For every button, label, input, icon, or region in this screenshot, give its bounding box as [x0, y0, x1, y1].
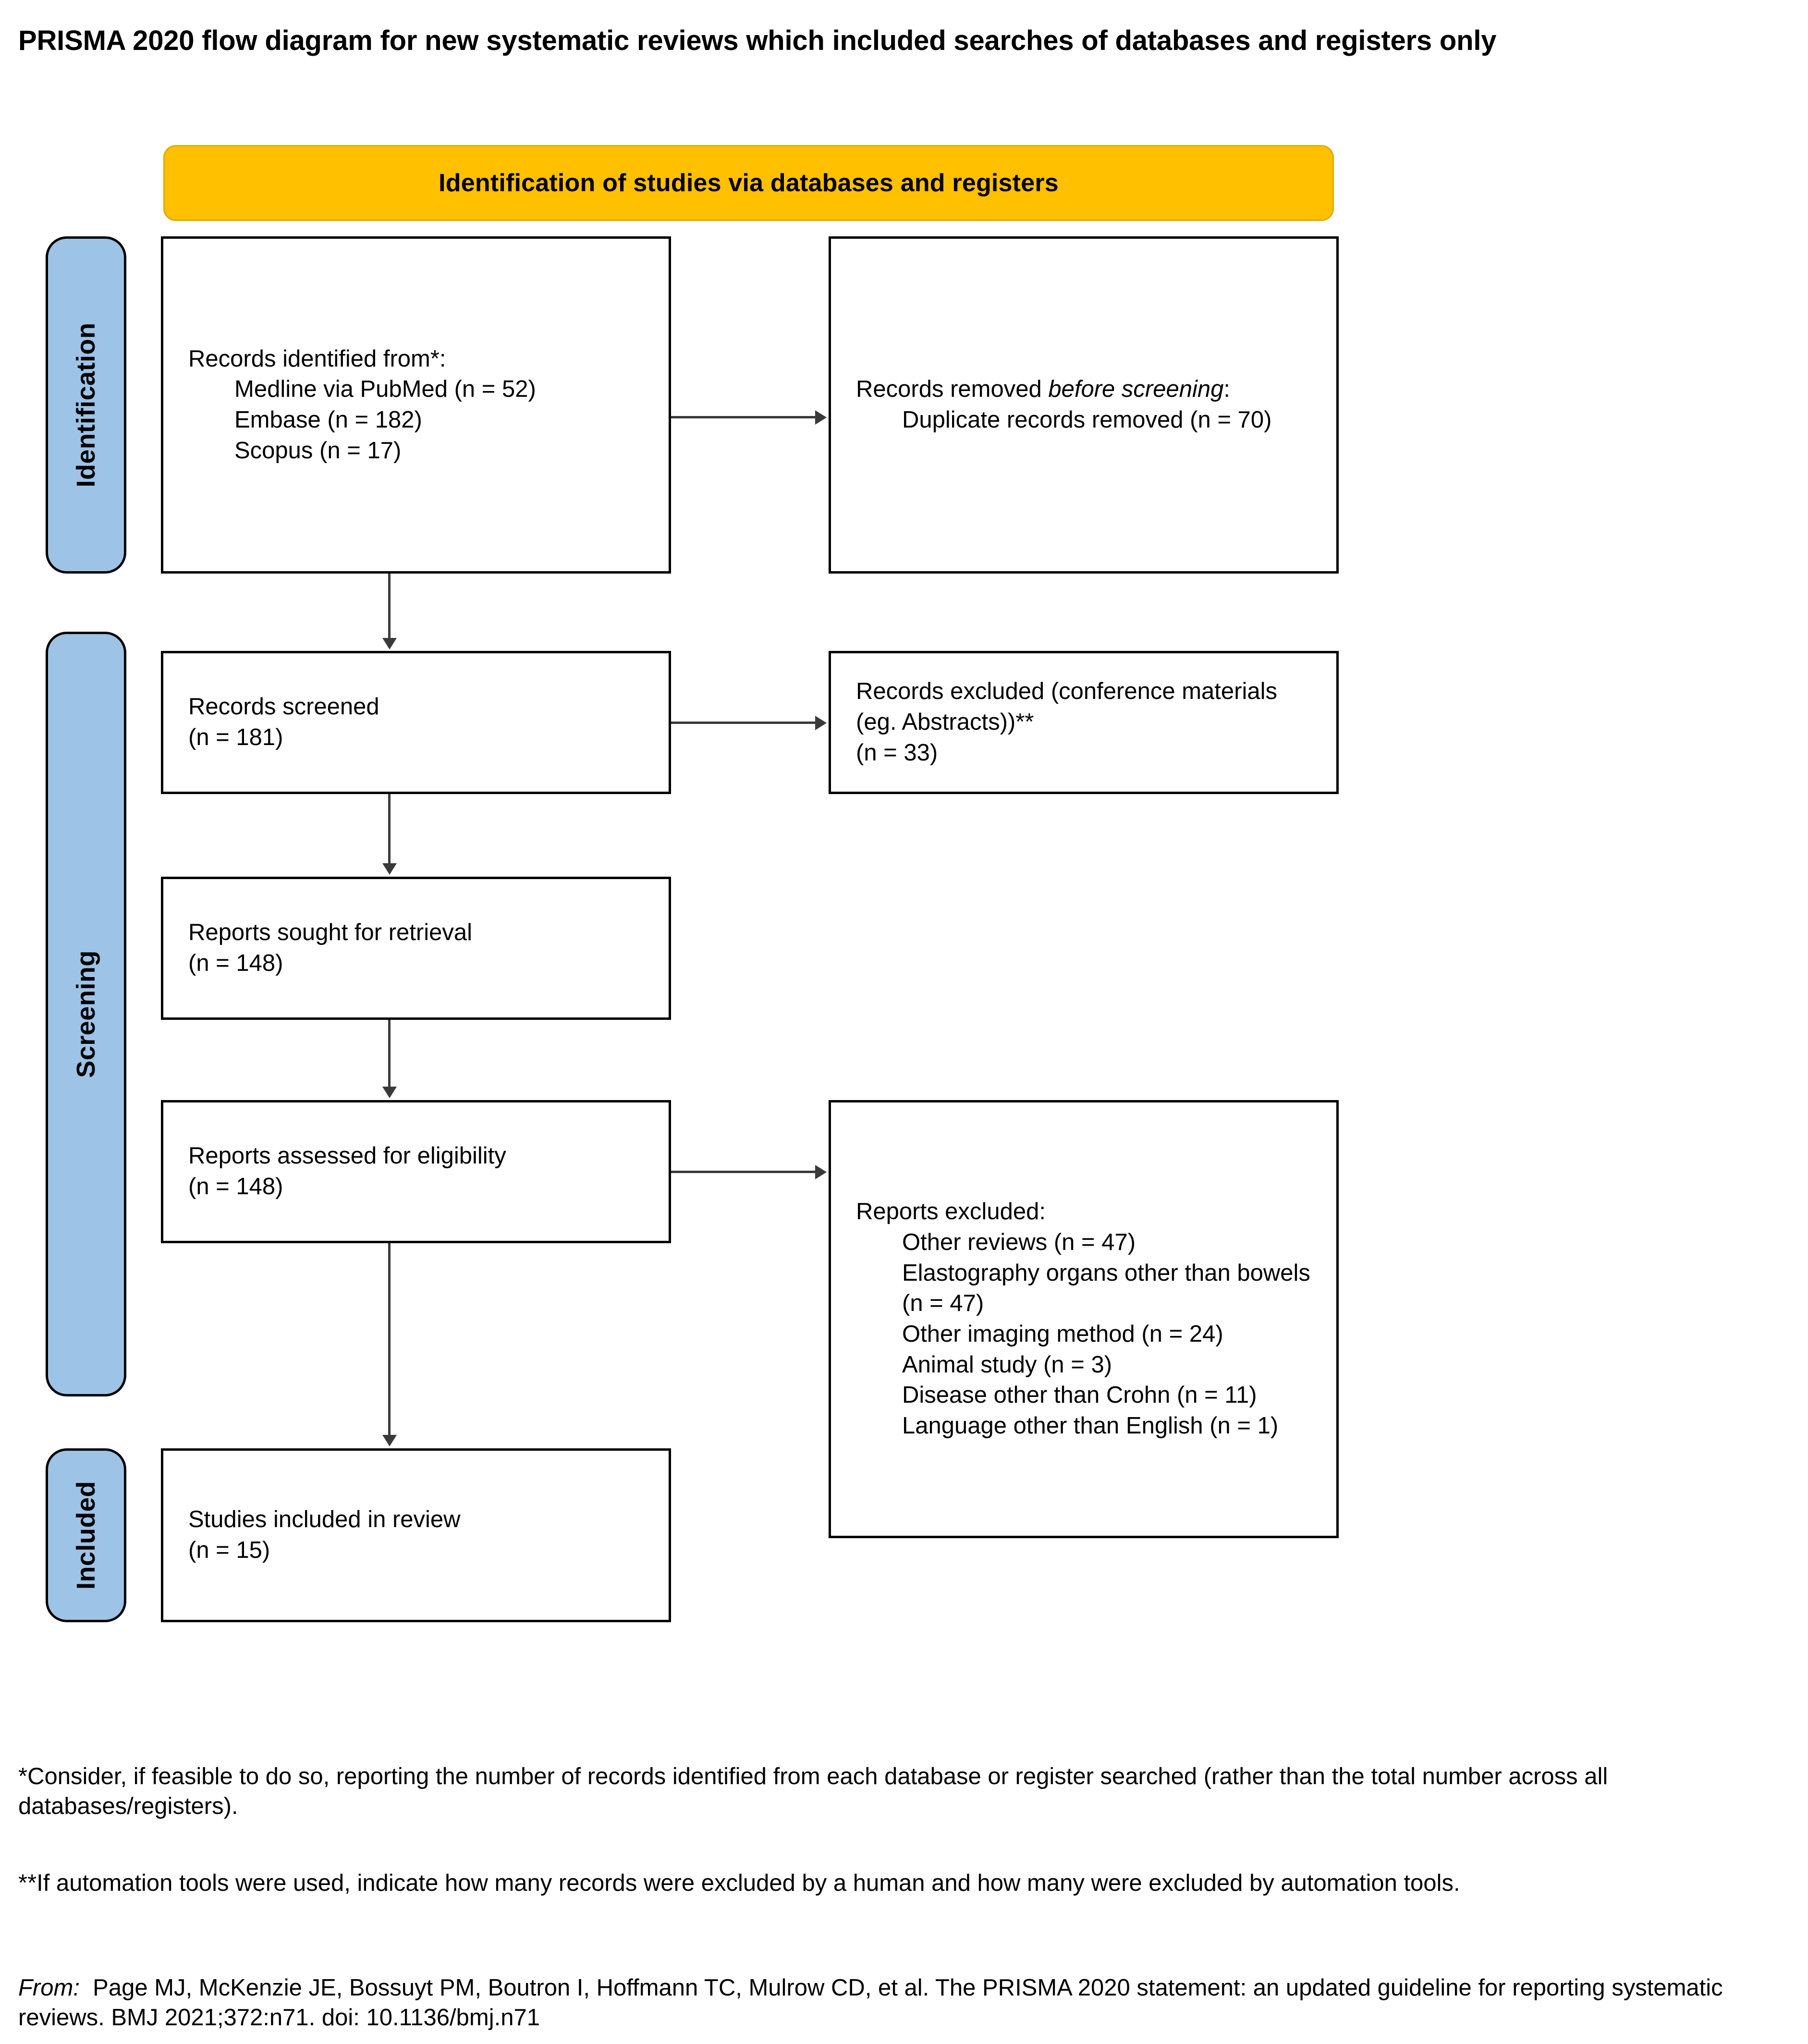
box-reports-excluded-content: Reports excluded: Other reviews (n = 47)…	[831, 1197, 1336, 1442]
box-reports-assessed: Reports assessed for eligibility (n = 14…	[161, 1100, 671, 1243]
records-removed-heading: Records removed before screening:	[856, 374, 1311, 405]
box-reports-excluded: Reports excluded: Other reviews (n = 47)…	[829, 1100, 1339, 1538]
box-reports-sought-content: Reports sought for retrieval (n = 148)	[163, 918, 669, 979]
reports-assessed-label: Reports assessed for eligibility	[188, 1143, 506, 1169]
reports-sought-count: (n = 148)	[188, 950, 283, 976]
connector-identified-to-screened	[388, 574, 391, 638]
reports-sought-label: Reports sought for retrieval	[188, 919, 472, 946]
reports-excluded-item-3: Animal study (n = 3)	[902, 1351, 1112, 1378]
connector-identified-to-removed	[671, 416, 815, 418]
reports-excluded-heading: Reports excluded:	[856, 1199, 1046, 1225]
citation: From: Page MJ, McKenzie JE, Bossuyt PM, …	[18, 1973, 1786, 2032]
records-identified-item-0: Medline via PubMed (n = 52)	[234, 376, 536, 403]
box-records-excluded-content: Records excluded (conference materials (…	[831, 676, 1336, 768]
footnote-asterisk: *Consider, if feasible to do so, reporti…	[18, 1763, 1608, 1819]
stage-label-included: Included	[72, 1481, 100, 1590]
box-records-identified-content: Records identified from*: Medline via Pu…	[163, 344, 669, 466]
connector-screened-to-sought	[388, 794, 391, 863]
studies-included-label: Studies included in review	[188, 1506, 461, 1533]
records-removed-heading-suffix: :	[1223, 376, 1230, 403]
identification-banner-label: Identification of studies via databases …	[439, 169, 1059, 197]
records-removed-heading-prefix: Records removed	[856, 376, 1049, 403]
arrow-right-icon	[815, 410, 827, 425]
records-removed-heading-italic: before screening	[1048, 376, 1224, 403]
page-title: PRISMA 2020 flow diagram for new systema…	[18, 25, 1497, 56]
records-identified-item-2: Scopus (n = 17)	[234, 437, 402, 464]
connector-sought-to-assessed	[388, 1020, 391, 1087]
box-records-excluded: Records excluded (conference materials (…	[829, 651, 1339, 794]
records-screened-count: (n = 181)	[188, 724, 283, 750]
reports-excluded-item-4: Disease other than Crohn (n = 11)	[902, 1382, 1257, 1408]
box-records-screened-content: Records screened (n = 181)	[163, 692, 669, 753]
stage-label-identification: Identification	[72, 322, 100, 488]
box-records-removed-content: Records removed before screening: Duplic…	[831, 374, 1336, 435]
arrow-right-icon	[815, 1165, 827, 1179]
studies-included-count: (n = 15)	[188, 1537, 270, 1563]
box-records-identified: Records identified from*: Medline via Pu…	[161, 236, 671, 574]
stage-bar-identification: Identification	[46, 236, 126, 574]
arrow-down-icon	[382, 1435, 397, 1446]
arrow-down-icon	[382, 638, 397, 649]
box-studies-included: Studies included in review (n = 15)	[161, 1448, 671, 1622]
records-identified-item-1: Embase (n = 182)	[234, 407, 422, 433]
box-studies-included-content: Studies included in review (n = 15)	[163, 1505, 669, 1566]
box-reports-sought: Reports sought for retrieval (n = 148)	[161, 877, 671, 1020]
arrow-right-icon	[815, 716, 827, 730]
identification-banner: Identification of studies via databases …	[163, 145, 1334, 221]
stage-bar-included: Included	[46, 1448, 126, 1622]
records-screened-label: Records screened	[188, 694, 379, 720]
connector-assessed-to-reports-excluded	[671, 1171, 815, 1173]
records-identified-heading: Records identified from*:	[188, 345, 446, 372]
arrow-down-icon	[382, 863, 397, 875]
reports-excluded-item-1: Elastography organs other than bowels (n…	[902, 1260, 1310, 1317]
connector-assessed-to-included	[388, 1243, 391, 1435]
citation-label: From:	[18, 1975, 80, 2001]
stage-bar-screening: Screening	[46, 632, 126, 1396]
footnote-double-asterisk: **If automation tools were used, indicat…	[18, 1870, 1460, 1896]
stage-label-screening: Screening	[72, 950, 100, 1078]
reports-excluded-item-0: Other reviews (n = 47)	[902, 1229, 1136, 1255]
records-excluded-count: (n = 33)	[856, 739, 938, 766]
connector-screened-to-excluded	[671, 722, 815, 724]
reports-excluded-item-2: Other imaging method (n = 24)	[902, 1321, 1223, 1347]
box-records-screened: Records screened (n = 181)	[161, 651, 671, 794]
arrow-down-icon	[382, 1087, 397, 1098]
reports-excluded-item-5: Language other than English (n = 1)	[902, 1413, 1279, 1439]
records-excluded-label: Records excluded (conference materials (…	[856, 678, 1277, 735]
citation-text: Page MJ, McKenzie JE, Bossuyt PM, Boutro…	[18, 1975, 1723, 2031]
box-records-removed: Records removed before screening: Duplic…	[829, 236, 1339, 574]
reports-assessed-count: (n = 148)	[188, 1174, 283, 1199]
records-removed-item-0: Duplicate records removed (n = 70)	[902, 407, 1272, 433]
box-reports-assessed-content: Reports assessed for eligibility (n = 14…	[163, 1141, 669, 1202]
